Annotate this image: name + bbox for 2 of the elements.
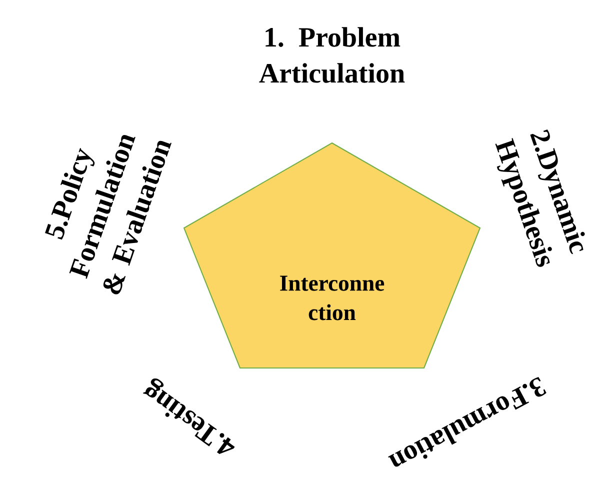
pentagon: Interconne ction	[183, 142, 481, 369]
step-label: 1. Problem Articulation	[259, 27, 405, 83]
